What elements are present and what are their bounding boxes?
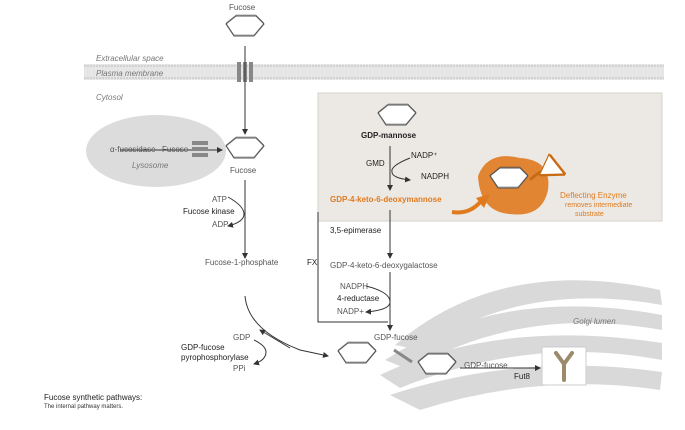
gdp-label: GDP [233,333,251,342]
gmd-label: GMD [366,159,385,168]
pyrophosphorylase-label-1: GDP-fucose [181,343,225,352]
nadph2-label: NADPH [340,282,369,291]
hexose-ring-icon [225,136,265,159]
membrane-label: Plasma membrane [96,69,164,78]
pyrophosphorylase-label-2: pyrophosphorylase [181,353,249,362]
caption-title: Fucose synthetic pathways: [44,393,143,402]
fucose-kinase-label: Fucose kinase [183,207,235,216]
nadp-plus2-label: NADP+ [337,307,364,316]
deflecting-enzyme-blob-icon [478,156,560,215]
lysosome-label: Lysosome [132,161,169,170]
fucose-1-phosphate-label: Fucose-1-phosphate [205,258,279,267]
golgi-apparatus [380,280,662,410]
deflecting-enzyme-sub2: substrate [575,211,604,218]
deflecting-enzyme-title: Deflecting Enzyme [560,191,627,200]
fucose-lysosome-label: Fucose [162,145,189,154]
lysosome [86,115,226,187]
golgi-lumen-label: Golgi lumen [573,317,616,326]
fucose-cytosol-label: Fucose [230,166,257,175]
fucosidase-label: α-fucosidase [110,145,156,154]
atp-label: ATP [212,195,227,204]
gdp-fucose-label-1: GDP-fucose [374,333,418,342]
reductase-label: 4-reductase [337,294,380,303]
fut8-label: Fut8 [514,372,531,381]
hexose-ring-icon [417,352,457,375]
nadp-plus-label: NADP⁺ [411,151,438,160]
gdp-mannose-label: GDP-mannose [361,131,417,140]
ppi-label: PPi [233,364,246,373]
cytosol-label: Cytosol [96,93,123,102]
fx-label: FX [307,258,318,267]
antibody-icon [541,346,587,386]
pathway-arrows [120,46,541,371]
keto-deoxygalactose-label: GDP-4-keto-6-deoxygalactose [330,261,438,270]
keto-deoxymannose-label: GDP-4-keto-6-deoxymannose [330,195,442,204]
adp-label: ADP [212,220,229,229]
extracellular-label: Extracellular space [96,54,164,63]
hexose-ring-icon [337,341,377,364]
lysosome-transporter-icon [192,141,208,157]
deflecting-enzyme-sub1: removes intermediate [565,202,633,209]
plasma-membrane [84,64,664,80]
caption-subtitle: The internal pathway matters. [44,404,124,410]
nadph-label: NADPH [421,172,450,181]
fucose-top-label: Fucose [229,3,256,12]
gdp-fucose-label-2: GDP-fucose [464,361,508,370]
hexose-ring-icon [225,14,265,37]
epimerase-label: 3,5-epimerase [330,226,382,235]
